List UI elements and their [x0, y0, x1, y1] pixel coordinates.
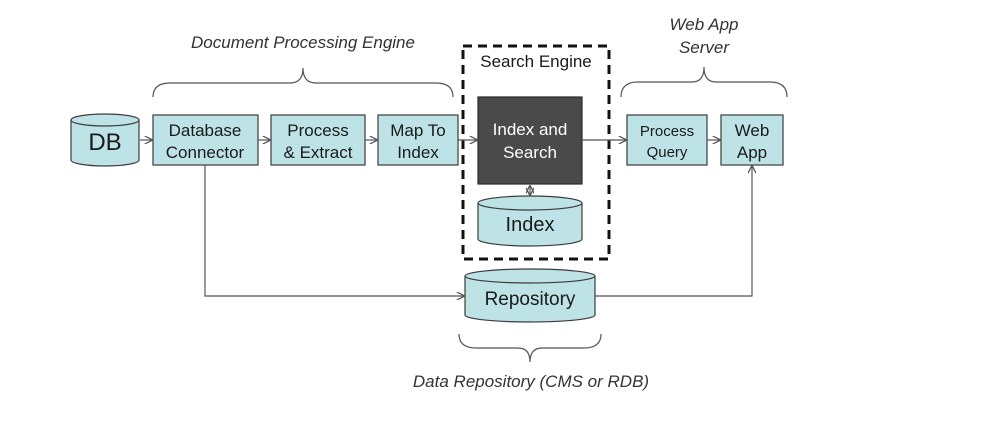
data-repository-brace [458, 333, 602, 363]
index-store-node: Index [477, 195, 583, 247]
web-app-label-line1: Web [735, 121, 770, 140]
map-to-index-label-line2: Index [397, 143, 439, 162]
document-processing-brace [152, 67, 454, 98]
web-app-server-label-line2: Server [679, 38, 730, 57]
repository-label: Repository [485, 289, 576, 310]
edge-connector-to-repository [204, 165, 464, 296]
process-extract-label-line2: & Extract [284, 143, 353, 162]
database-connector-label-line2: Connector [166, 143, 245, 162]
repository-node: Repository [464, 268, 596, 323]
web-app-server-brace [620, 66, 788, 98]
edge-repository-to-web-app [595, 166, 752, 297]
process-query-label-line2: Query [647, 144, 688, 161]
database-connector-node: Database Connector [152, 114, 259, 166]
database-connector-label-line1: Database [169, 121, 242, 140]
process-query-node: Process Query [626, 114, 708, 166]
map-to-index-label-line1: Map To [390, 121, 445, 140]
index-and-search-label-line2: Search [503, 143, 557, 162]
process-extract-label-line1: Process [287, 121, 348, 140]
document-processing-engine-label: Document Processing Engine [191, 33, 415, 52]
db-node: DB [70, 113, 140, 167]
map-to-index-node: Map To Index [377, 114, 459, 166]
web-app-server-label-line1: Web App [670, 15, 739, 34]
index-store-label: Index [506, 214, 555, 236]
process-extract-node: Process & Extract [270, 114, 366, 166]
process-query-label-line1: Process [640, 123, 694, 140]
web-app-node: Web App [720, 114, 784, 166]
db-label: DB [88, 129, 121, 156]
web-app-label-line2: App [737, 143, 767, 162]
index-and-search-label-line1: Index and [493, 120, 568, 139]
index-and-search-node: Index and Search [477, 96, 583, 185]
search-engine-label: Search Engine [480, 52, 592, 71]
data-repository-label: Data Repository (CMS or RDB) [413, 372, 649, 391]
